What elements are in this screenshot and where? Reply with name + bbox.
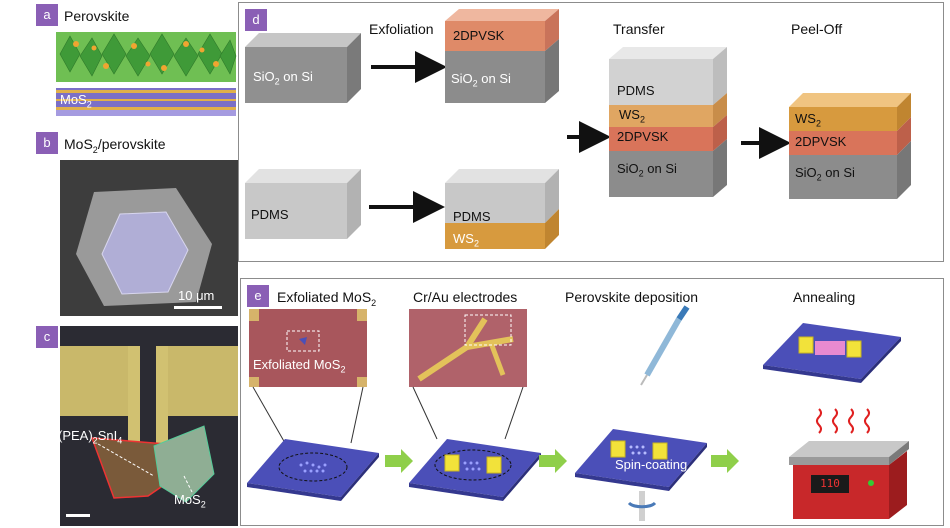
label-2dpvsk-transfer: 2DPVSK: [617, 129, 669, 144]
panel-a: a Perovskite MoS2: [36, 4, 238, 124]
label-pdms-ws2: PDMS: [453, 209, 491, 224]
spin-coating-label: Spin-coating: [615, 457, 688, 472]
block-pdms-start: [245, 169, 361, 239]
device-fabrication-diagram: [247, 305, 909, 521]
block-peeloff-stack: [789, 93, 911, 199]
block-exfoliated: [445, 9, 559, 103]
annealing-device-label: Annealing: [802, 385, 862, 404]
perovskite-structure-illustration: [56, 32, 237, 116]
panel-b-title: MoS2/perovskite: [64, 136, 166, 155]
label-2dpvsk-exf: 2DPVSK: [453, 28, 505, 43]
step-transfer: Transfer: [613, 21, 665, 37]
panel-a-layer-label: MoS2: [60, 92, 92, 110]
step-exfoliation: Exfoliation: [369, 21, 434, 37]
panel-c-label-pea: (PEA)2SnI4: [58, 428, 123, 446]
step-peel-off: Peel-Off: [791, 21, 843, 37]
label-sio2-start: SiO2 on Si: [253, 69, 313, 87]
label-2dpvsk-peeloff: 2DPVSK: [795, 134, 847, 149]
microscope-image-b: [60, 160, 238, 316]
panel-d: d Exfoliation Transfer Peel-Off SiO2 on …: [238, 2, 944, 262]
transfer-process-diagram: [245, 9, 911, 249]
label-pdms-start: PDMS: [251, 207, 289, 222]
panel-d-badge: d: [245, 9, 267, 31]
panel-b-badge: b: [36, 132, 58, 154]
inset1-label: Exfoliated MoS2: [253, 357, 346, 375]
block-transfer-stack: [609, 47, 727, 197]
label-ws2-transfer: WS2: [619, 107, 645, 125]
step-electrodes: Cr/Au electrodes: [413, 289, 518, 305]
step-exfoliated-mos2: Exfoliated MoS2: [277, 289, 377, 308]
label-pdms-transfer: PDMS: [617, 83, 655, 98]
panel-b: b MoS2/perovskite 10 μm: [36, 132, 238, 318]
panel-e: e Exfoliated MoS2 Cr/Au electrodes Perov…: [240, 278, 944, 526]
microscope-image-c: [60, 326, 238, 526]
panel-b-scale: 10 μm: [178, 288, 215, 303]
panel-a-badge: a: [36, 4, 58, 26]
panel-a-title: Perovskite: [64, 8, 130, 24]
step-perovskite-deposition: Perovskite deposition: [565, 289, 699, 305]
step-annealing: Annealing: [793, 289, 856, 305]
label-sio2-peeloff: SiO2 on Si: [795, 165, 855, 183]
panel-e-badge: e: [247, 285, 269, 307]
panel-c-label-mos2: MoS2: [174, 492, 206, 510]
panel-c-badge: c: [36, 326, 58, 348]
label-ws2-pdms: WS2: [453, 231, 479, 249]
block-pdms-ws2: [445, 169, 559, 249]
label-sio2-exf: SiO2 on Si: [451, 71, 511, 89]
block-sio2-start: [245, 33, 361, 103]
hotplate-display: 110: [820, 477, 840, 490]
label-ws2-peeloff: WS2: [795, 111, 821, 129]
panel-c: c (PEA)2SnI4 MoS2: [36, 326, 238, 526]
label-sio2-transfer: SiO2 on Si: [617, 161, 677, 179]
